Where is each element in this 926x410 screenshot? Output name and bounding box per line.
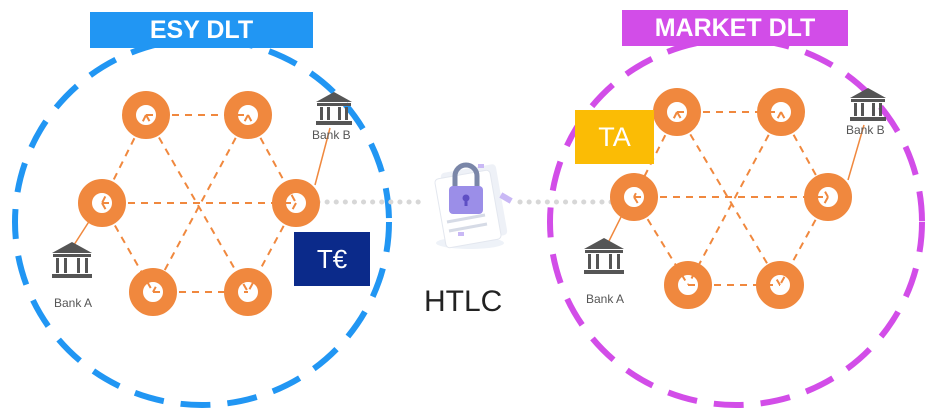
market-dlt-title: MARKET DLT (622, 10, 848, 46)
esy-bank-a-icon (52, 242, 92, 278)
esy-bank-b-link (314, 127, 331, 186)
esy-bank-b-icon (316, 92, 352, 125)
market-bank-b-label: Bank B (846, 123, 885, 137)
market-mesh (633, 111, 829, 286)
market-node (653, 88, 701, 136)
ta-token-badge: TA (575, 110, 654, 164)
euro-token-badge: T€ (294, 232, 370, 286)
htlc-label: HTLC (424, 285, 503, 318)
market-bank-b-icon (850, 88, 886, 121)
esy-bank-a-label: Bank A (54, 296, 92, 310)
market-bank-a-label: Bank A (586, 292, 624, 306)
esy-node (224, 268, 272, 316)
esy-node (272, 179, 320, 227)
market-bank-a-icon (584, 238, 624, 274)
esy-node (224, 91, 272, 139)
esy-nodes (78, 91, 320, 316)
esy-node (78, 179, 126, 227)
market-node (757, 88, 805, 136)
market-bank-a-link (606, 214, 623, 246)
market-nodes (610, 88, 852, 309)
esy-dlt-title: ESY DLT (90, 12, 313, 48)
esy-bank-a-link (71, 219, 91, 249)
esy-bank-b-label: Bank B (312, 128, 351, 142)
market-bank-b-link (847, 124, 865, 181)
padlock-document-icon (434, 162, 513, 249)
esy-mesh (101, 114, 297, 293)
market-node (804, 173, 852, 221)
market-node (756, 261, 804, 309)
esy-node (129, 268, 177, 316)
market-node (610, 173, 658, 221)
esy-node (122, 91, 170, 139)
market-node (664, 261, 712, 309)
